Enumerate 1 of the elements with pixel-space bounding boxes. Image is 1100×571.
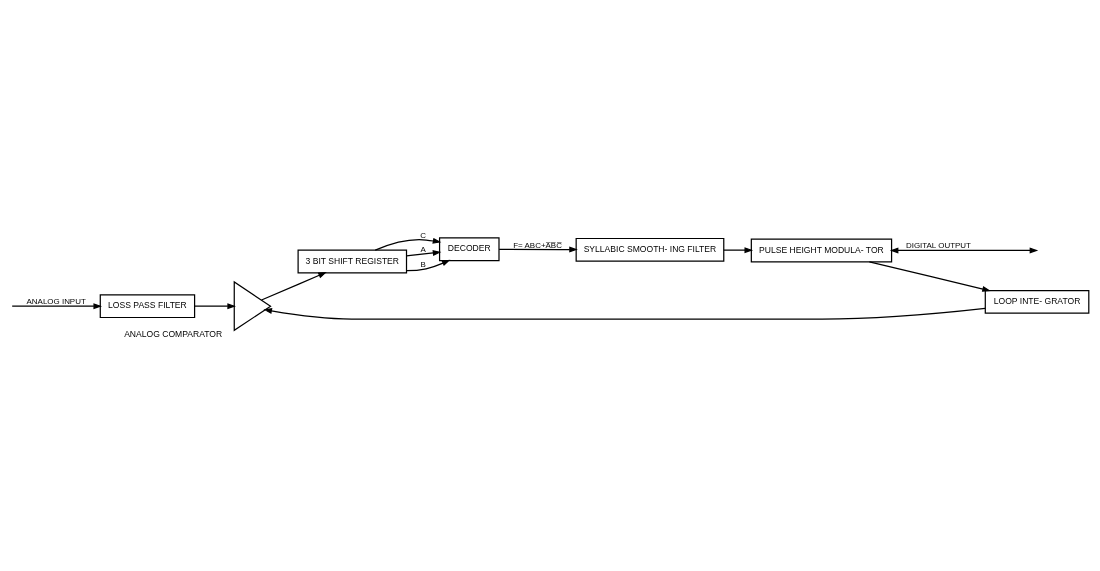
node-label: ANALOG COMPARATOR (124, 329, 223, 340)
